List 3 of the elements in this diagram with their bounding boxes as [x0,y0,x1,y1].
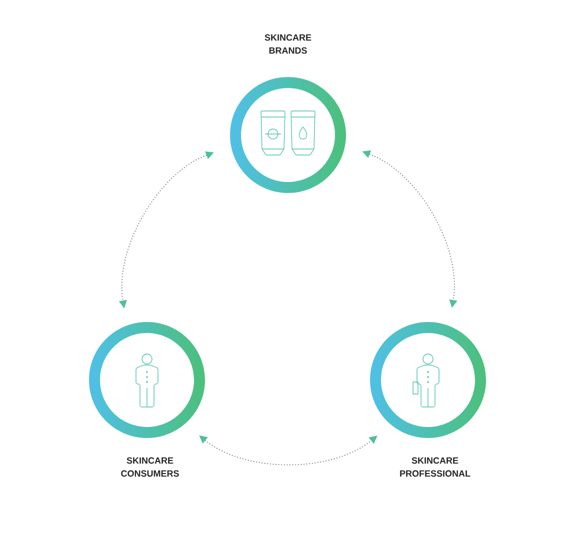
node-label: SKINCARE BRANDS [264,34,312,54]
node-label: SKINCARE PROFESSIONAL [400,457,470,477]
node-label: SKINCARE CONSUMERS [121,457,179,477]
